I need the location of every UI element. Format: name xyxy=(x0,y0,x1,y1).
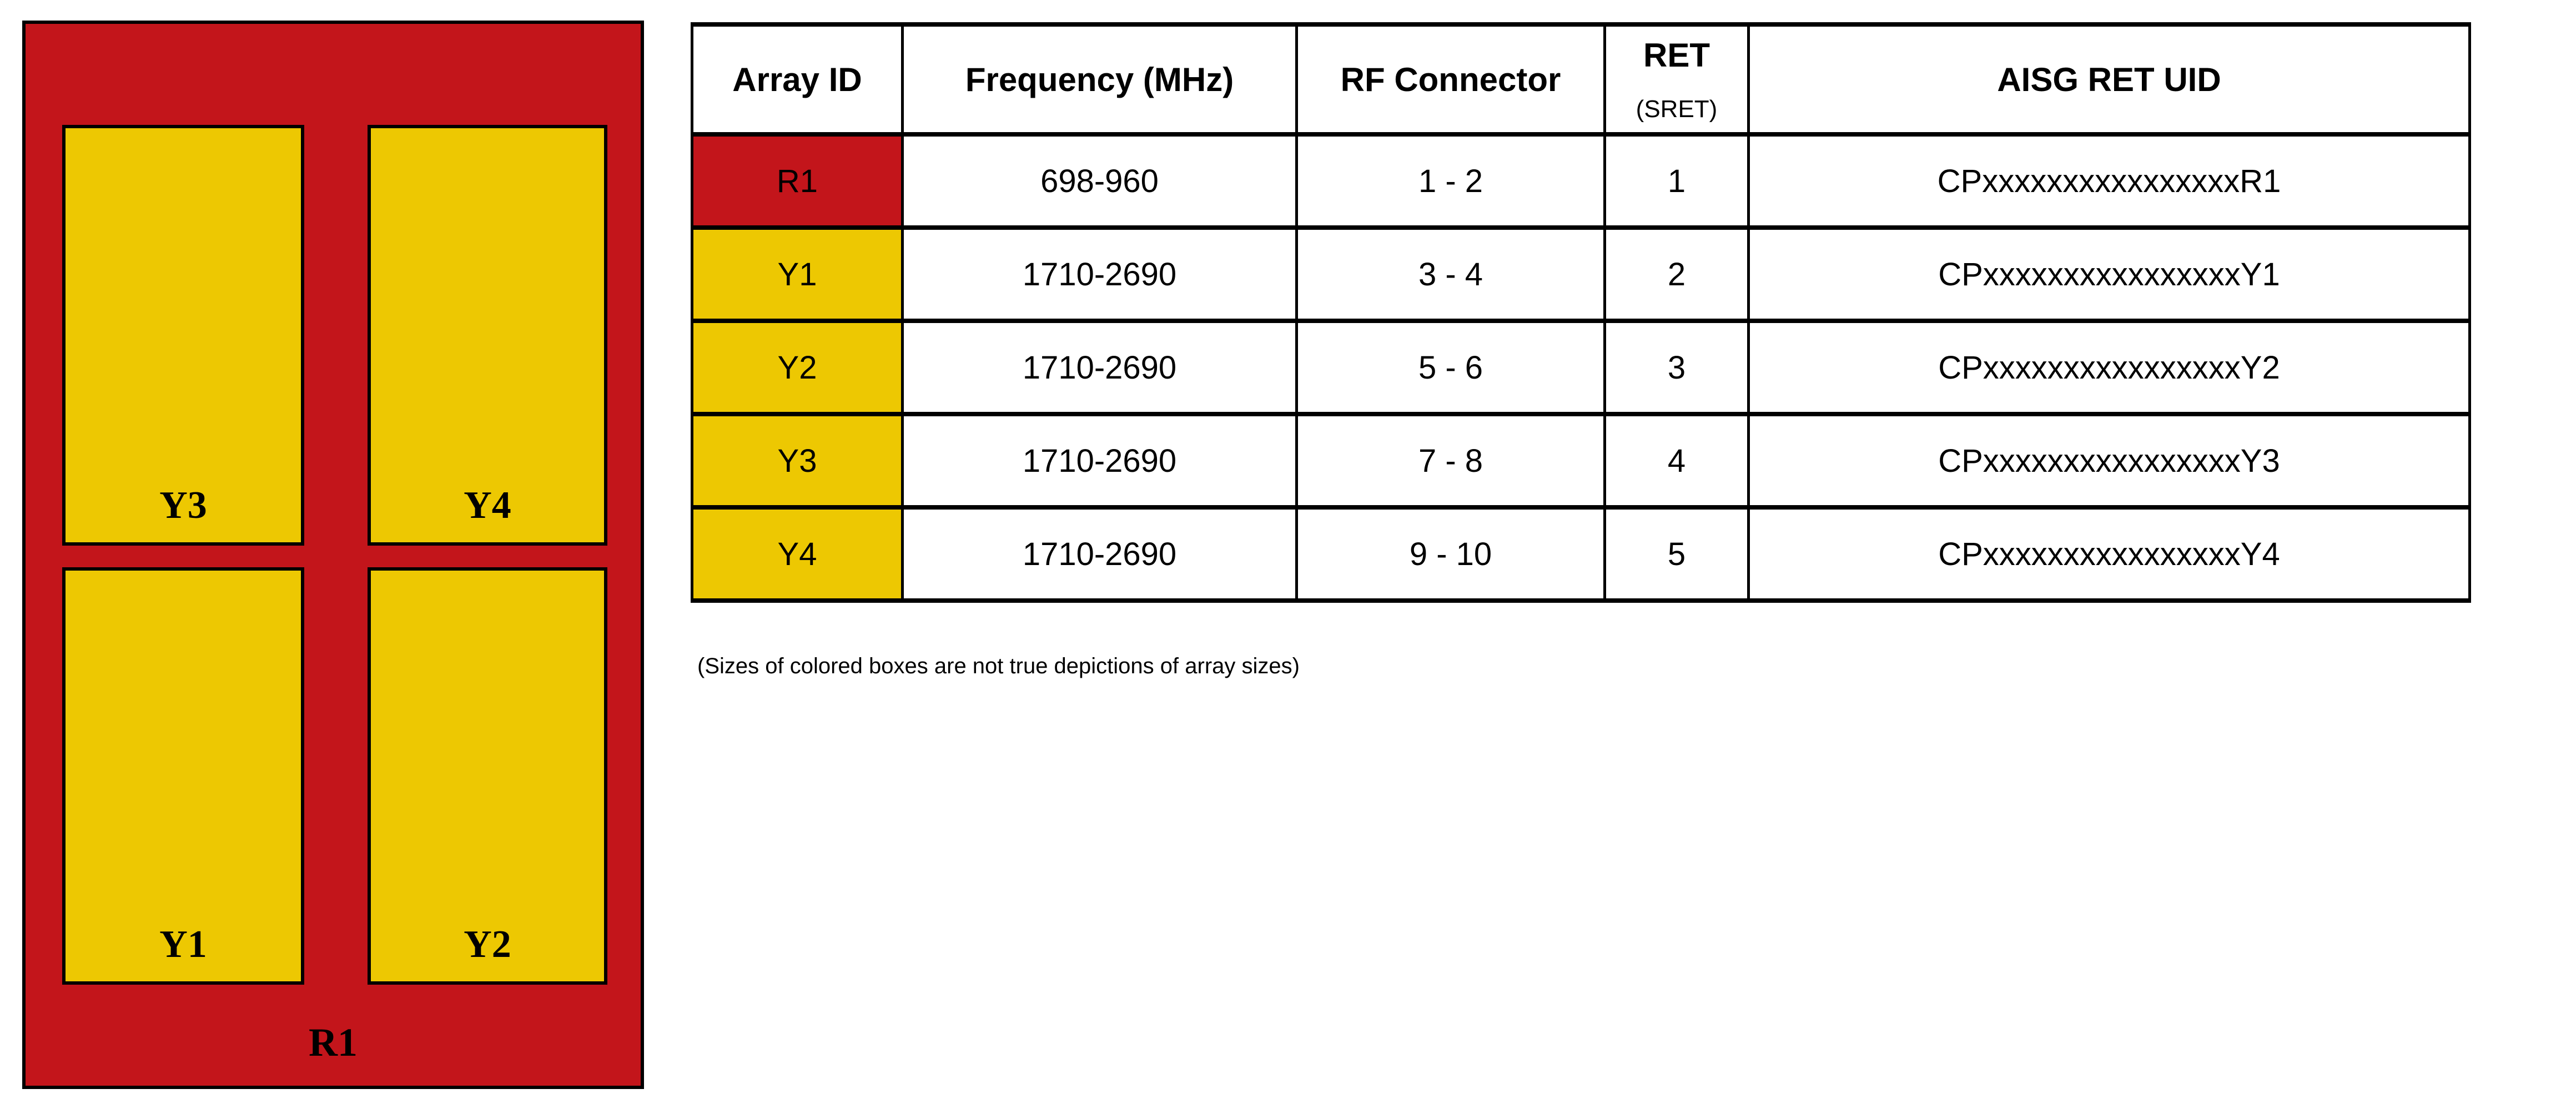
size-disclaimer-caption: (Sizes of colored boxes are not true dep… xyxy=(697,654,1300,678)
array-id-cell: Y4 xyxy=(691,505,904,603)
header-aisg-ret-uid: AISG RET UID xyxy=(1747,22,2471,137)
array-box-y1: Y1 xyxy=(62,567,304,985)
array-box-label: Y1 xyxy=(159,923,207,966)
ret-cell: 3 xyxy=(1603,319,1750,416)
aisg-ret-uid-cell: CPxxxxxxxxxxxxxxxxR1 xyxy=(1747,132,2471,230)
header-ret: RET (SRET) xyxy=(1603,22,1750,137)
frequency-cell: 1710-2690 xyxy=(901,225,1298,323)
rf-connector-cell: 3 - 4 xyxy=(1295,225,1606,323)
antenna-panel-r1: Y3 Y4 Y1 Y2 R1 xyxy=(22,21,644,1089)
rf-connector-cell: 7 - 8 xyxy=(1295,412,1606,510)
array-id-cell: Y2 xyxy=(691,319,904,416)
array-box-label: Y2 xyxy=(464,923,511,966)
frequency-cell: 698-960 xyxy=(901,132,1298,230)
ret-cell: 4 xyxy=(1603,412,1750,510)
rf-connector-cell: 1 - 2 xyxy=(1295,132,1606,230)
aisg-ret-uid-cell: CPxxxxxxxxxxxxxxxxY4 xyxy=(1747,505,2471,603)
array-spec-table: Array ID Frequency (MHz) RF Connector RE… xyxy=(691,22,2471,603)
array-box-label: Y4 xyxy=(464,484,511,527)
header-rf-connector: RF Connector xyxy=(1295,22,1606,137)
frequency-cell: 1710-2690 xyxy=(901,412,1298,510)
array-box-y4: Y4 xyxy=(368,125,607,546)
ret-cell: 5 xyxy=(1603,505,1750,603)
table-row-y4: Y4 1710-2690 9 - 10 5 CPxxxxxxxxxxxxxxxx… xyxy=(691,505,2471,603)
array-id-cell: Y1 xyxy=(691,225,904,323)
array-id-cell: Y3 xyxy=(691,412,904,510)
panel-label-r1: R1 xyxy=(309,1020,358,1065)
aisg-ret-uid-cell: CPxxxxxxxxxxxxxxxxY1 xyxy=(1747,225,2471,323)
header-ret-main: RET xyxy=(1643,36,1710,74)
table-row-y3: Y3 1710-2690 7 - 8 4 CPxxxxxxxxxxxxxxxxY… xyxy=(691,412,2471,510)
aisg-ret-uid-cell: CPxxxxxxxxxxxxxxxxY3 xyxy=(1747,412,2471,510)
table-row-y2: Y2 1710-2690 5 - 6 3 CPxxxxxxxxxxxxxxxxY… xyxy=(691,319,2471,416)
array-box-y3: Y3 xyxy=(62,125,304,546)
table-row-y1: Y1 1710-2690 3 - 4 2 CPxxxxxxxxxxxxxxxxY… xyxy=(691,225,2471,323)
frequency-cell: 1710-2690 xyxy=(901,505,1298,603)
aisg-ret-uid-cell: CPxxxxxxxxxxxxxxxxY2 xyxy=(1747,319,2471,416)
rf-connector-cell: 5 - 6 xyxy=(1295,319,1606,416)
ret-cell: 1 xyxy=(1603,132,1750,230)
frequency-cell: 1710-2690 xyxy=(901,319,1298,416)
header-frequency: Frequency (MHz) xyxy=(901,22,1298,137)
array-box-y2: Y2 xyxy=(368,567,607,985)
array-box-label: Y3 xyxy=(159,484,207,527)
header-ret-sub: (SRET) xyxy=(1636,95,1718,123)
rf-connector-cell: 9 - 10 xyxy=(1295,505,1606,603)
table-row-r1: R1 698-960 1 - 2 1 CPxxxxxxxxxxxxxxxxR1 xyxy=(691,132,2471,230)
array-id-cell: R1 xyxy=(691,132,904,230)
header-row: Array ID Frequency (MHz) RF Connector RE… xyxy=(691,22,2471,137)
ret-cell: 2 xyxy=(1603,225,1750,323)
header-array-id: Array ID xyxy=(691,22,904,137)
